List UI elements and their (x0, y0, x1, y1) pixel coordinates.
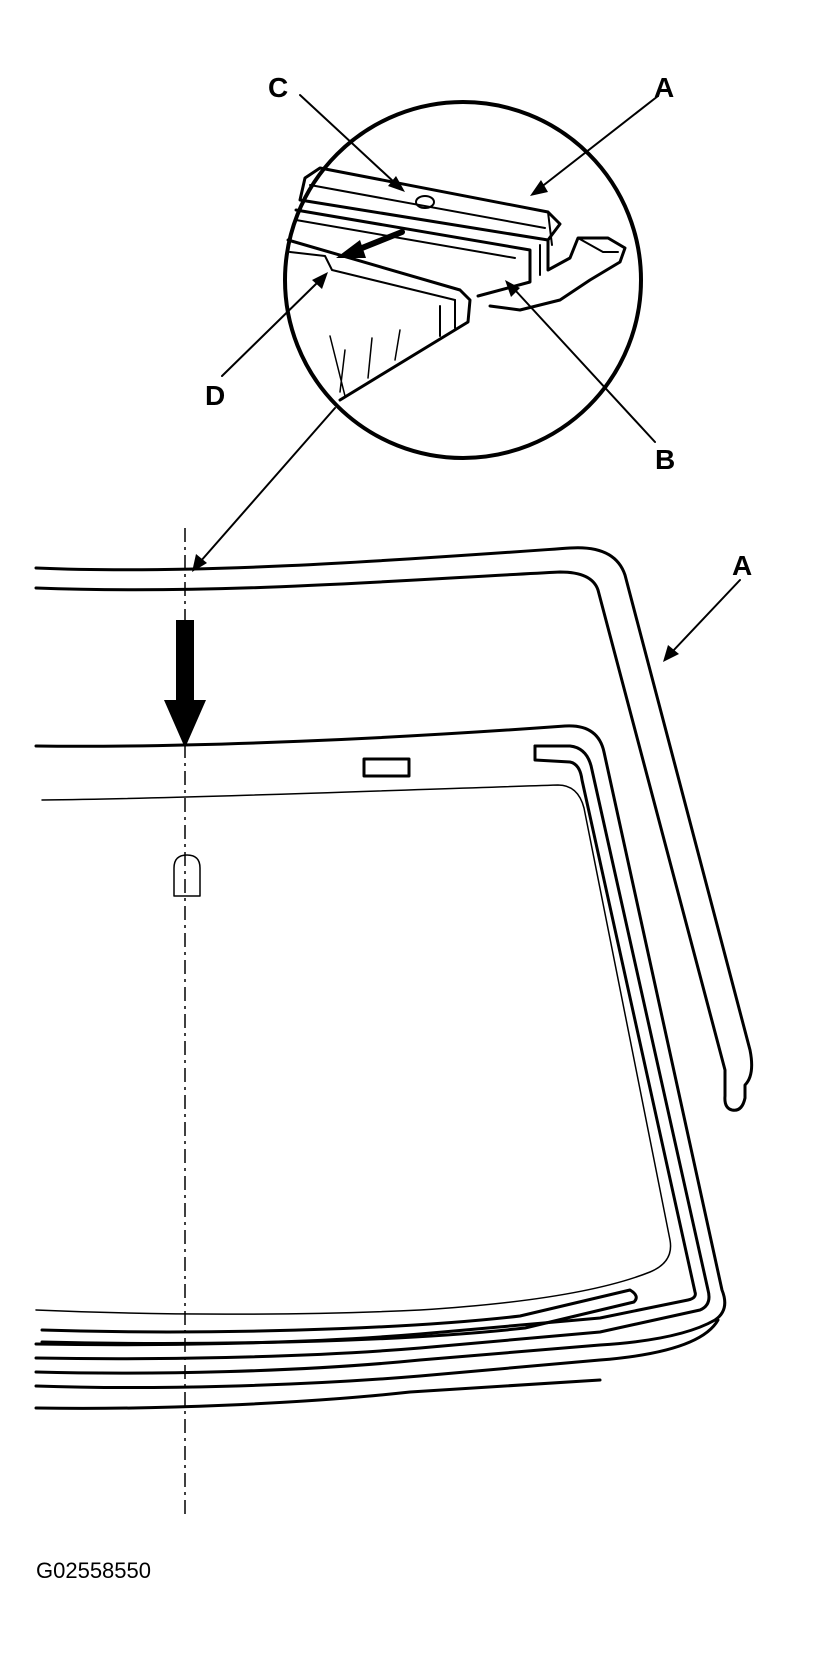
label-d: D (205, 380, 226, 411)
label-b: B (655, 444, 676, 475)
install-direction-arrow (164, 700, 206, 748)
windshield-view (34, 528, 754, 1515)
molding-a-main (34, 546, 754, 1112)
glass-outline (35, 784, 672, 1315)
mirror-mount-tab (362, 757, 411, 778)
molding-a-detail (298, 166, 562, 242)
label-a-detail: A (654, 72, 675, 103)
clip-channel-b (294, 208, 532, 298)
label-c: C (268, 72, 289, 103)
glass-edge-d (286, 238, 472, 402)
mirror-base (173, 854, 201, 897)
label-a-main: A (732, 550, 753, 581)
molding-end-cap (488, 236, 627, 312)
body-opening-line (34, 724, 727, 1375)
install-direction-shaft (176, 620, 194, 700)
lower-strip (40, 1288, 638, 1345)
clip-c (415, 195, 435, 209)
leader-lines (192, 94, 741, 662)
detail-circle (283, 100, 643, 460)
detail-view (283, 100, 643, 460)
figure-id: G02558550 (36, 1558, 151, 1583)
